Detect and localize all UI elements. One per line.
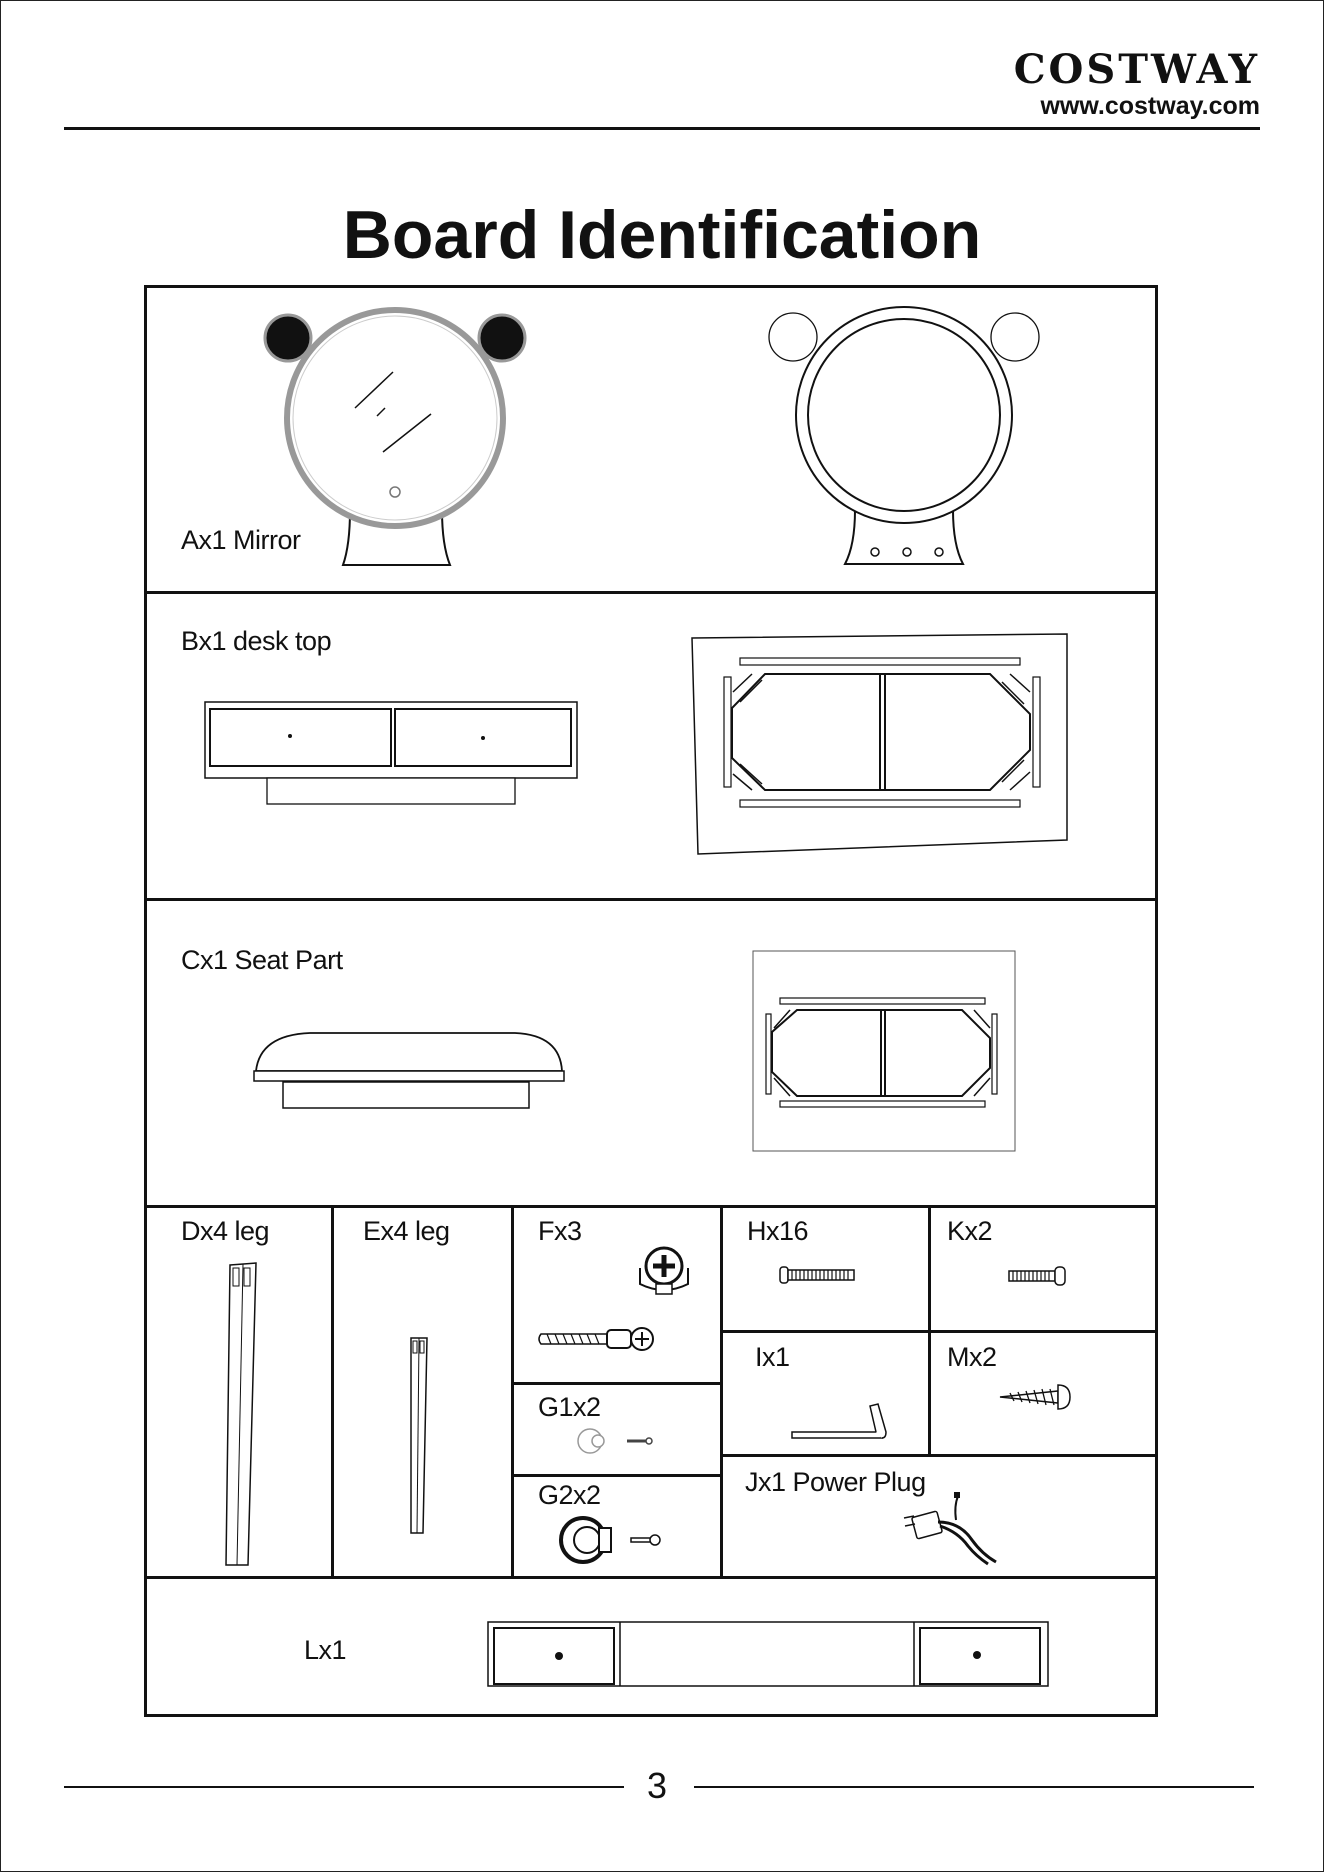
row-divider-4 xyxy=(144,1576,1158,1579)
drawer-panel-l-drawing xyxy=(486,1620,1051,1690)
label-seat-part: Cx1 Seat Part xyxy=(181,944,343,976)
power-plug-icon xyxy=(900,1492,1010,1567)
ring-hook-g2-icon xyxy=(555,1512,675,1567)
desk-top-front-drawing xyxy=(203,700,583,810)
label-part-g2: G2x2 xyxy=(538,1479,601,1511)
leg-d-drawing xyxy=(218,1260,268,1570)
col-divider-d-e xyxy=(331,1206,334,1577)
leg-e-drawing xyxy=(403,1335,433,1535)
row-divider-3 xyxy=(144,1205,1158,1208)
label-desk-top: Bx1 desk top xyxy=(181,625,331,657)
label-part-f: Fx3 xyxy=(538,1215,582,1247)
page-number: 3 xyxy=(632,1764,682,1808)
label-part-k: Kx2 xyxy=(947,1215,992,1247)
allen-key-icon xyxy=(790,1402,900,1442)
mirror-back-drawing xyxy=(765,300,1055,570)
row-divider-2 xyxy=(144,898,1158,901)
brand-name: COSTWAY xyxy=(1014,48,1260,92)
label-leg-e: Ex4 leg xyxy=(363,1215,450,1247)
label-part-h: Hx16 xyxy=(747,1215,808,1247)
brand-url: www.costway.com xyxy=(1014,92,1260,120)
cell-divider-g1-g2 xyxy=(512,1474,722,1477)
cell-divider-h-i xyxy=(721,1330,1158,1333)
brand-logo: COSTWAY www.costway.com xyxy=(1014,48,1260,120)
label-part-m: Mx2 xyxy=(947,1341,997,1373)
desk-top-underside-drawing xyxy=(690,630,1070,860)
page-title: Board Identification xyxy=(0,195,1324,275)
cam-bolt-icon xyxy=(537,1320,657,1360)
seat-front-drawing xyxy=(250,1025,570,1125)
washer-g1-icon xyxy=(575,1426,675,1456)
cell-divider-f-g1 xyxy=(512,1382,722,1385)
label-leg-d: Dx4 leg xyxy=(181,1215,269,1247)
cam-lock-icon xyxy=(634,1246,694,1296)
footer-divider-left xyxy=(64,1786,624,1788)
cell-divider-i-j xyxy=(721,1454,1158,1457)
seat-underside-drawing xyxy=(752,950,1017,1155)
bolt-k-icon xyxy=(1007,1263,1069,1289)
row-divider-1 xyxy=(144,591,1158,594)
label-part-l: Lx1 xyxy=(304,1634,346,1666)
header-divider xyxy=(64,127,1260,130)
label-part-i: Ix1 xyxy=(755,1341,790,1373)
col-divider-e-f xyxy=(511,1206,514,1577)
mirror-front-drawing xyxy=(255,300,545,570)
label-part-g1: G1x2 xyxy=(538,1391,601,1423)
footer-divider-right xyxy=(694,1786,1254,1788)
col-divider-f-h xyxy=(720,1206,723,1577)
label-power-plug: Jx1 Power Plug xyxy=(745,1466,926,1498)
wood-screw-m-icon xyxy=(998,1380,1073,1414)
screw-h-icon xyxy=(778,1263,858,1287)
